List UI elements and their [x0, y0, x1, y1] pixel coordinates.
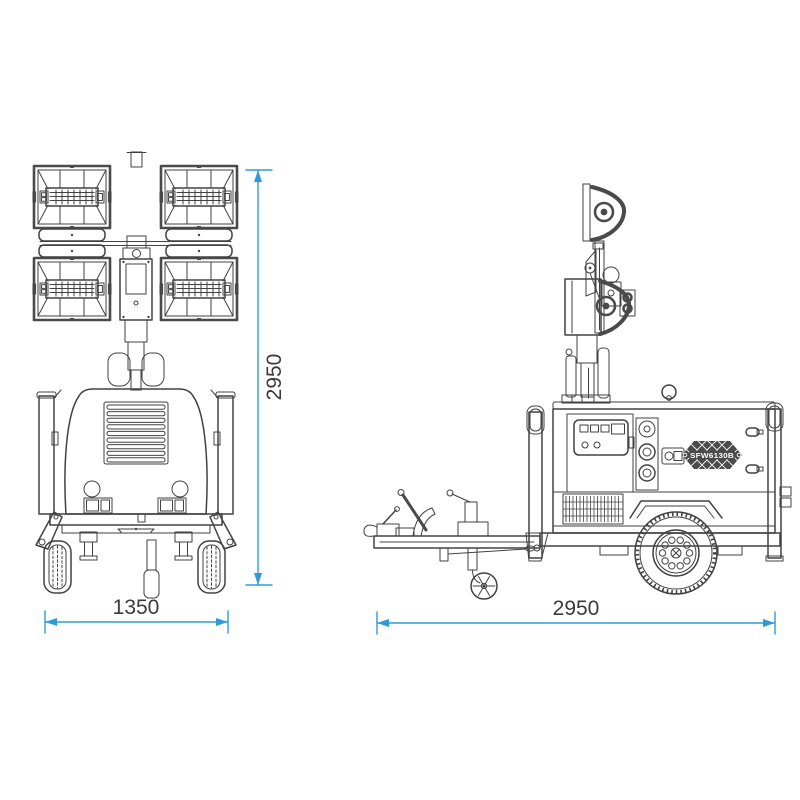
telescopic-mast-front [124, 319, 148, 391]
safety-cable [439, 545, 535, 562]
work-lamp-right [171, 480, 189, 498]
jack-stand-left [79, 531, 98, 561]
connector-box-left [83, 497, 113, 514]
dimension-front-height: 2950 [245, 169, 286, 586]
door-latch [628, 436, 635, 449]
breaker-switch [661, 447, 685, 465]
fender [629, 500, 723, 519]
light-bracket-strip [165, 244, 233, 258]
side-mast [584, 240, 622, 334]
mast-head-bracket [119, 235, 153, 321]
front-post [525, 405, 549, 562]
light-bracket-strip [38, 228, 106, 242]
jockey-wheel [446, 489, 498, 600]
front-wheel-left [43, 540, 72, 594]
front-wheel-right [197, 540, 226, 594]
dimension-label-length: 2950 [553, 597, 600, 620]
work-lamp-left [83, 480, 101, 498]
generator-cabinet: SFW6130B [552, 401, 776, 534]
light-bracket-strip [38, 244, 106, 258]
light-bracket-strip [165, 228, 233, 242]
handbrake-lever [395, 489, 436, 537]
jack-stand-right [174, 531, 193, 561]
rear-post [765, 402, 792, 562]
control-panel [573, 419, 629, 456]
dimension-side-length: 2950 [376, 597, 776, 635]
floodlight-top-right [158, 163, 240, 231]
drawbar [363, 489, 541, 600]
dimension-front-width: 1350 [44, 596, 229, 634]
gauge-socket-panel [635, 417, 659, 491]
center-jack [143, 539, 160, 599]
connector-box-right [157, 497, 187, 514]
front-chassis [49, 513, 223, 534]
lift-cylinder [565, 355, 577, 398]
mast-tip [130, 151, 143, 168]
dimension-label-width: 1350 [113, 596, 160, 619]
front-light-bank [31, 151, 240, 323]
side-light-lower [564, 278, 632, 336]
side-view: SFW6130B [363, 183, 792, 600]
dimension-label-height: 2950 [263, 354, 286, 401]
model-badge-label: SFW6130B [690, 451, 734, 460]
side-wheel [634, 511, 718, 595]
front-vent-grille [103, 401, 169, 465]
floodlight-bottom-left [31, 255, 113, 323]
lifting-eye [661, 384, 677, 401]
front-view [31, 151, 240, 599]
stabilizer-right [209, 389, 237, 550]
lift-handles [107, 352, 165, 387]
side-vent-grille [562, 493, 624, 525]
stabilizer-left [35, 389, 63, 550]
front-body [64, 388, 208, 515]
side-light-upper [582, 183, 626, 250]
floodlight-bottom-right [158, 255, 240, 323]
mast-base [561, 334, 611, 404]
door-hinges [745, 427, 764, 474]
floodlight-top-left [31, 163, 113, 231]
tow-coupler [363, 506, 400, 537]
model-badge: SFW6130B [682, 441, 742, 469]
